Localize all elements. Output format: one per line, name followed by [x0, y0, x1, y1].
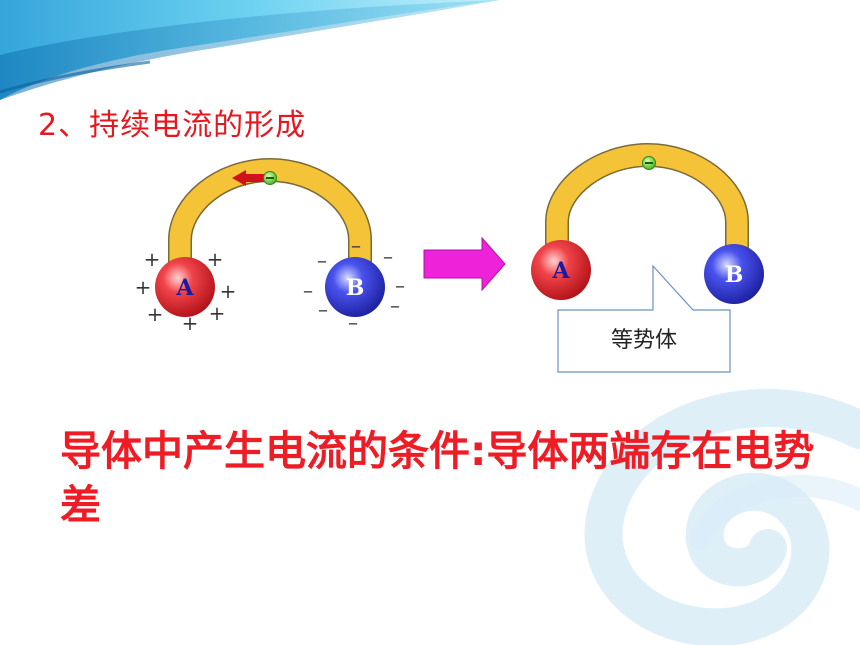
minus-sign: –	[351, 233, 361, 257]
plus-sign: +	[147, 302, 164, 326]
minus-sign: –	[303, 278, 313, 302]
sphere-b-label: B	[725, 262, 744, 288]
electron-minus-icon	[642, 156, 656, 170]
positive-charges: + + + + + + +	[135, 247, 237, 335]
plus-sign: +	[220, 279, 237, 303]
section-title: 2、持续电流的形成	[38, 108, 307, 143]
minus-sign: –	[383, 244, 393, 268]
minus-sign: –	[318, 297, 328, 321]
header-wave-decoration	[0, 0, 500, 100]
minus-sign: –	[317, 248, 327, 272]
sphere-b: B	[704, 244, 764, 304]
minus-sign: –	[348, 310, 358, 334]
sphere-b: B	[325, 257, 385, 317]
swirl-watermark	[584, 389, 860, 645]
sphere-a-label: A	[551, 258, 570, 284]
current-direction-arrow	[232, 170, 266, 186]
sphere-a-label: A	[175, 275, 194, 301]
current-condition-statement: 导体中产生电流的条件:导体两端存在电势差	[60, 427, 815, 529]
sphere-a: A	[155, 257, 215, 317]
callout-box	[557, 264, 731, 373]
minus-sign: –	[390, 293, 400, 317]
callout-label: 等势体	[610, 328, 677, 353]
plus-sign: +	[144, 247, 161, 271]
plus-sign: +	[209, 301, 226, 325]
negative-charges: – – – – – – – –	[303, 233, 405, 334]
sphere-a: A	[531, 240, 591, 300]
electron-minus-icon	[263, 171, 277, 185]
minus-sign: –	[395, 273, 405, 297]
sphere-b-label: B	[346, 275, 365, 301]
plus-sign: +	[182, 311, 199, 335]
plus-sign: +	[207, 247, 224, 271]
plus-sign: +	[135, 275, 152, 299]
